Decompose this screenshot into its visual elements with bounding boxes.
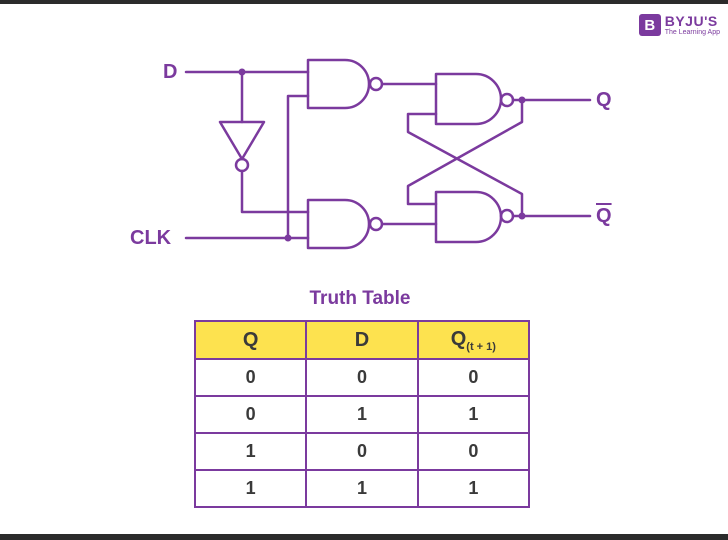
wire-clk-up bbox=[286, 94, 310, 240]
cell-d: 0 bbox=[305, 432, 419, 471]
truth-table-header-row: Q D Q(t + 1) bbox=[193, 320, 531, 360]
cell-q: 0 bbox=[193, 395, 308, 434]
cell-d: 1 bbox=[305, 469, 419, 508]
feedback-qbar bbox=[406, 112, 524, 218]
diagram-canvas: B BYJU'S The Learning App bbox=[0, 4, 728, 534]
label-d: D bbox=[163, 61, 178, 83]
logo-name: BYJU'S bbox=[664, 13, 718, 29]
byjus-logo: B BYJU'S The Learning App bbox=[638, 14, 720, 36]
cell-q-next: 0 bbox=[416, 432, 531, 471]
nand-input-bottom-bubble bbox=[368, 216, 384, 232]
logo-tagline: The Learning App bbox=[664, 29, 720, 36]
junction-q bbox=[518, 96, 526, 104]
junction-d bbox=[238, 68, 246, 76]
header-d: D bbox=[305, 320, 419, 360]
truth-table-title: Truth Table bbox=[309, 288, 411, 309]
table-row: 1 1 1 bbox=[193, 469, 531, 508]
logo-text: BYJU'S The Learning App bbox=[665, 14, 720, 36]
nand-latch-top bbox=[434, 72, 503, 126]
cell-q: 1 bbox=[193, 432, 308, 471]
wire-dbar bbox=[240, 169, 310, 214]
nand-input-top-bubble bbox=[368, 76, 384, 92]
not-gate bbox=[218, 120, 266, 161]
nand-latch-top-bubble bbox=[499, 92, 515, 108]
label-qbar: Q bbox=[596, 206, 612, 226]
label-q: Q bbox=[596, 89, 612, 111]
nand-input-top bbox=[306, 58, 371, 110]
nand-latch-bottom bbox=[434, 190, 503, 244]
table-row: 1 0 0 bbox=[193, 432, 531, 471]
label-clk: CLK bbox=[130, 227, 172, 249]
cell-q-next: 0 bbox=[416, 358, 531, 397]
nand-input-bottom bbox=[306, 198, 371, 250]
not-bubble bbox=[234, 157, 250, 173]
truth-table: Q D Q(t + 1) 0 0 0 0 1 1 1 0 0 1 bbox=[193, 320, 531, 508]
header-q-next-sub: (t + 1) bbox=[466, 340, 496, 353]
table-row: 0 0 0 bbox=[193, 358, 531, 397]
cell-d: 1 bbox=[305, 395, 419, 434]
junction-clk bbox=[284, 234, 292, 242]
d-flip-flop-circuit bbox=[184, 58, 592, 250]
logo-badge: B bbox=[638, 14, 661, 36]
cell-d: 0 bbox=[305, 358, 419, 397]
cell-q: 1 bbox=[193, 469, 308, 508]
label-qbar-text: Q bbox=[596, 205, 612, 227]
header-q-next-main: Q bbox=[450, 327, 467, 350]
header-q-next: Q(t + 1) bbox=[416, 320, 531, 360]
cell-q-next: 1 bbox=[416, 395, 531, 434]
table-row: 0 1 1 bbox=[193, 395, 531, 434]
junction-qbar bbox=[518, 212, 526, 220]
feedback-q bbox=[406, 98, 524, 206]
cell-q: 0 bbox=[193, 358, 308, 397]
cell-q-next: 1 bbox=[416, 469, 531, 508]
nand-latch-bottom-bubble bbox=[499, 208, 515, 224]
header-q: Q bbox=[193, 320, 308, 360]
